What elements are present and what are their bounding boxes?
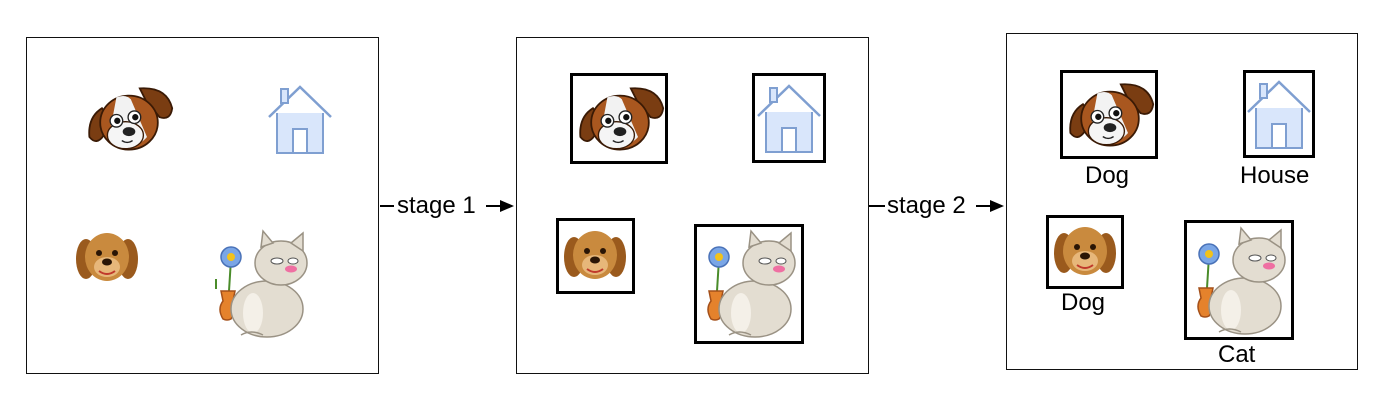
puppy-dog-icon [564, 231, 626, 279]
input-image-panel [26, 37, 379, 374]
puppy-dog-icon [1054, 227, 1116, 275]
beagle-dog-icon [88, 87, 174, 151]
house-icon [268, 85, 332, 154]
object-label: Dog [1085, 162, 1130, 189]
bounding-box [1184, 220, 1294, 340]
bounding-box [1046, 215, 1124, 289]
bounding-box [570, 73, 668, 164]
bounding-box [1060, 70, 1158, 159]
cat-with-flower-icon [707, 229, 796, 338]
stage-2-arrow-head [990, 200, 1004, 212]
cat-with-flower-icon [1197, 226, 1286, 335]
beagle-dog-icon [579, 87, 665, 151]
house-icon [757, 84, 821, 153]
beagle-dog-icon [1069, 83, 1155, 147]
cat-with-flower-icon [215, 229, 308, 338]
stage-1-arrow-head [500, 200, 514, 212]
object-label: Dog [1061, 289, 1106, 316]
puppy-dog-icon [76, 233, 138, 281]
bounding-box [1243, 70, 1315, 158]
detected-regions-panel [516, 37, 869, 374]
stage-2-arrow-shaft [976, 205, 992, 207]
object-label: House [1240, 162, 1310, 189]
bounding-box [752, 73, 826, 163]
stage-1-label: stage 1 [397, 192, 476, 219]
stage-1-arrow-shaft [486, 205, 502, 207]
bounding-box [694, 224, 804, 344]
stage-1-arrow-tail [380, 205, 394, 207]
house-icon [1247, 80, 1311, 149]
object-label: Cat [1218, 341, 1256, 368]
bounding-box [556, 218, 635, 294]
labeled-regions-panel [1006, 33, 1358, 370]
stage-2-label: stage 2 [887, 192, 966, 219]
stage-2-arrow-tail [869, 205, 885, 207]
